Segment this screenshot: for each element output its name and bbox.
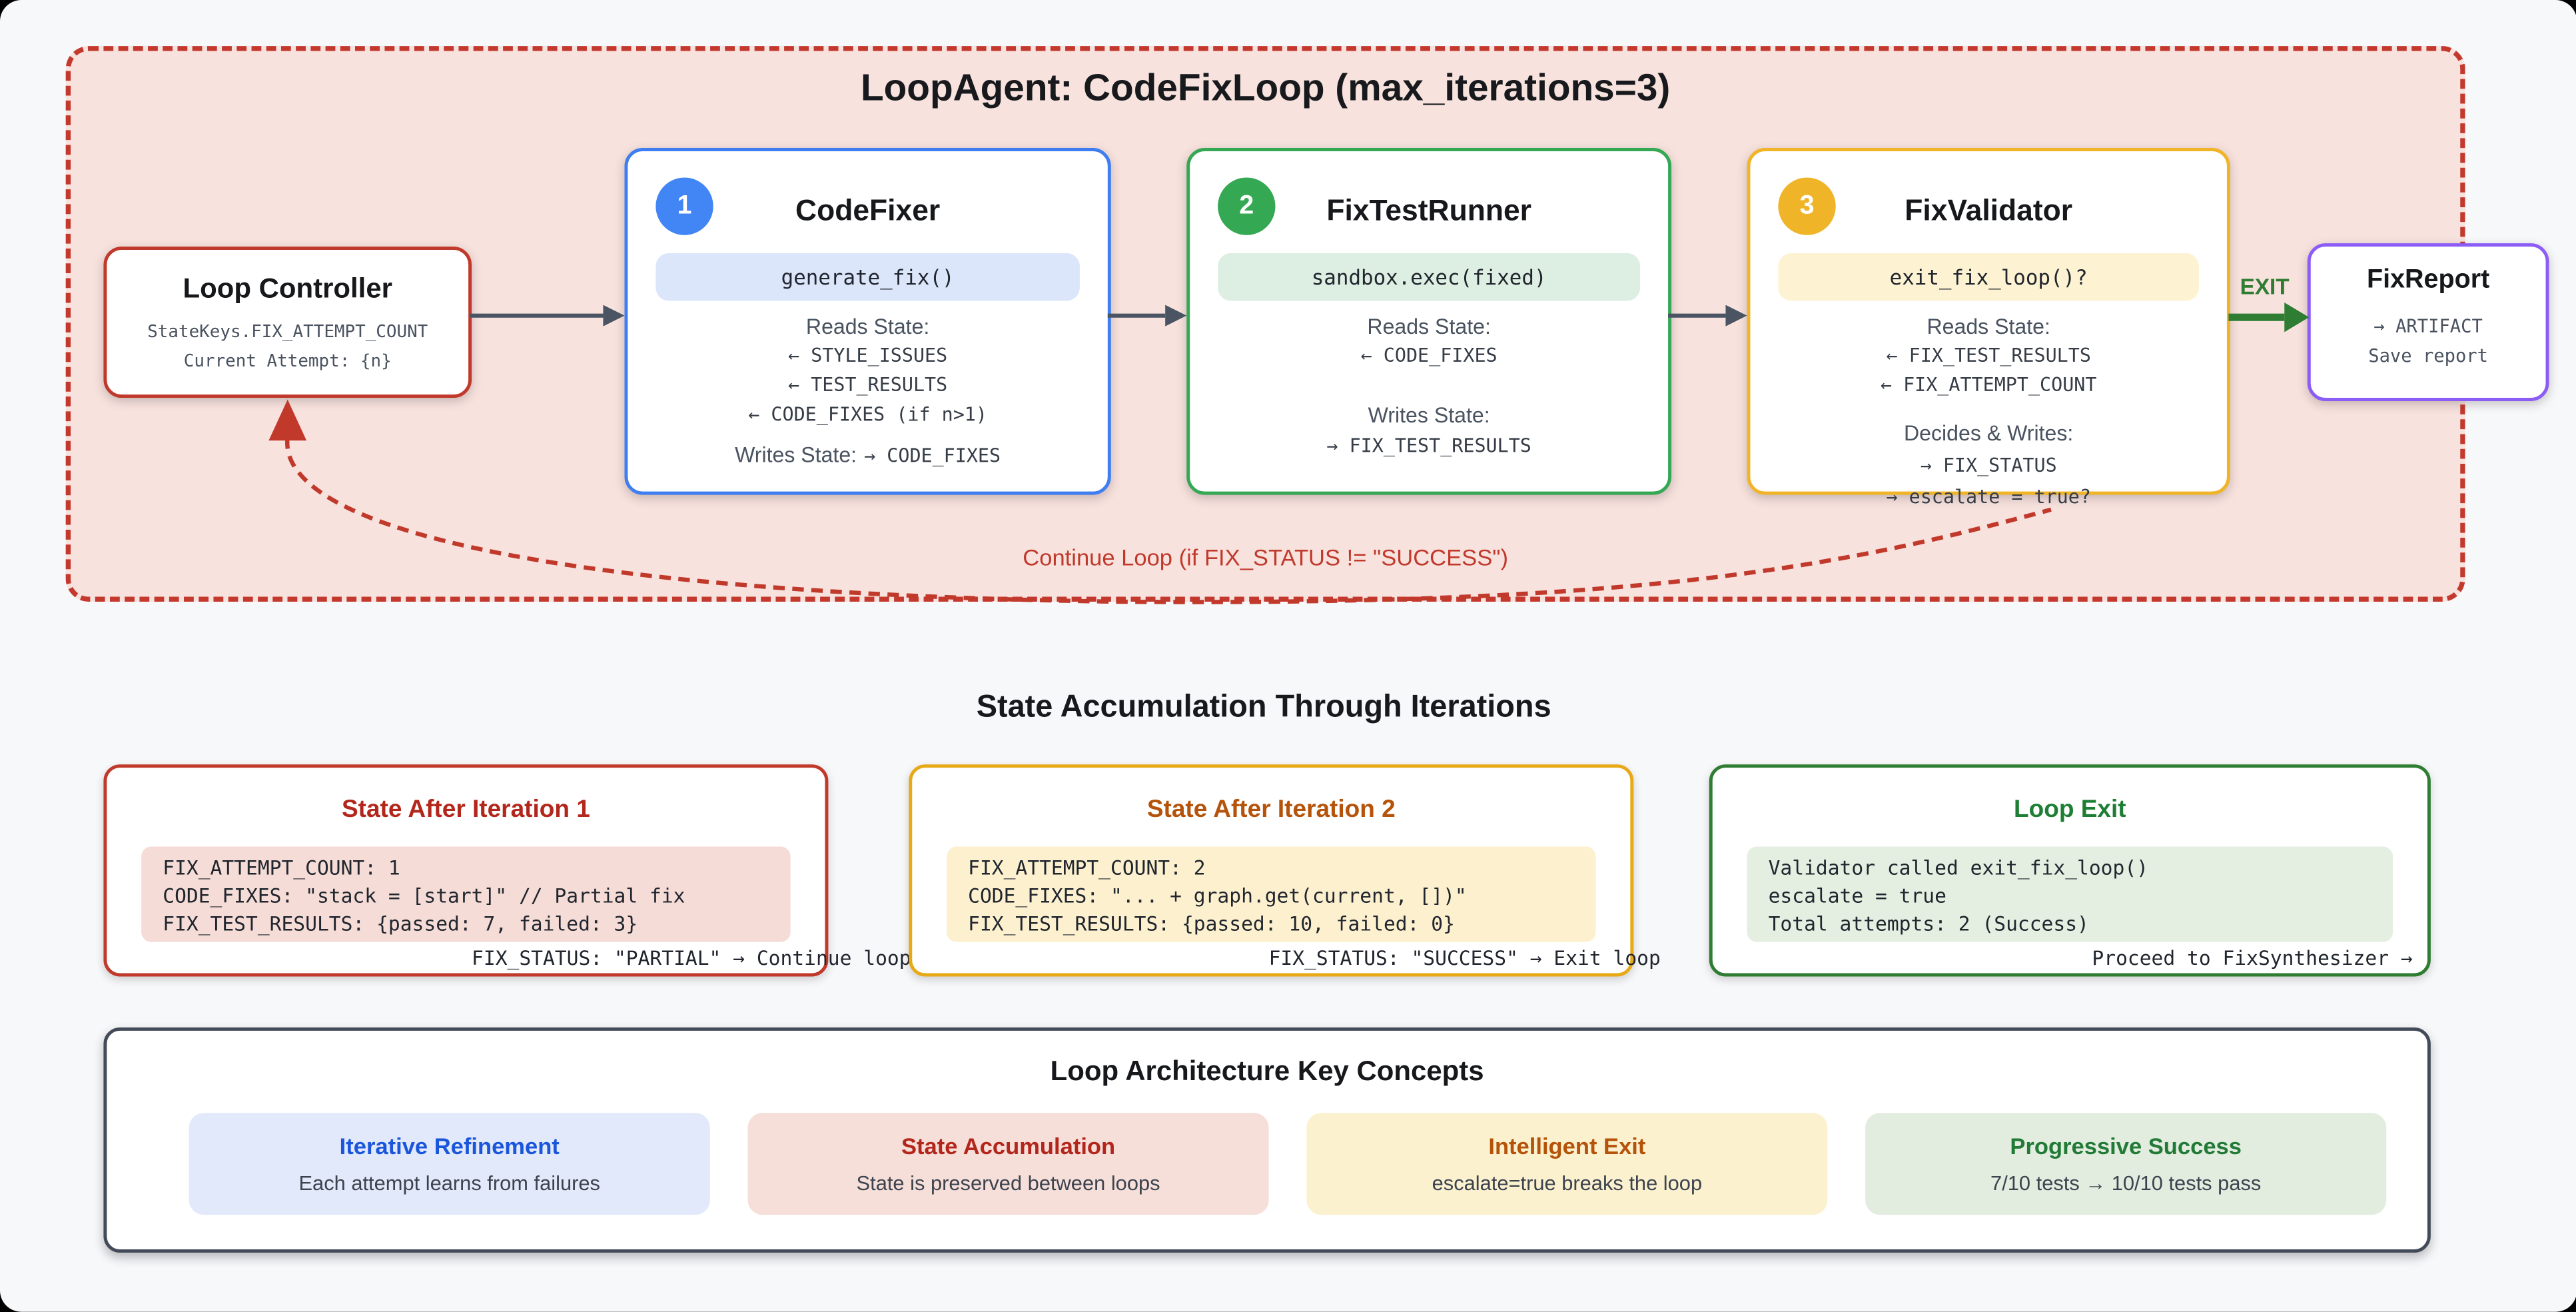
loop-controller-node: Loop Controller StateKeys.FIX_ATTEMPT_CO…	[103, 247, 472, 398]
code-line: FIX_ATTEMPT_COUNT: 1	[163, 856, 400, 880]
codefixer-writes-label: Writes State:	[735, 442, 857, 467]
code-line: FIX_TEST_RESULTS: {passed: 10, failed: 0…	[968, 912, 1455, 936]
concept-card-desc: escalate=true breaks the loop	[1432, 1172, 1703, 1195]
codefixer-writes-line: Writes State: → CODE_FIXES	[628, 440, 1107, 470]
step-badge-2: 2	[1218, 177, 1276, 235]
fixtestrunner-reads-label: Reads State:	[1367, 314, 1491, 339]
fixtestrunner-reads-item: ← CODE_FIXES	[1360, 343, 1498, 367]
fixreport-save-line: Save report	[2368, 345, 2488, 367]
fixvalidator-node: 3 FixValidator exit_fix_loop()? Reads St…	[1747, 148, 2230, 508]
fixvalidator-reads-item: ← FIX_ATTEMPT_COUNT	[1880, 373, 2097, 396]
loop-exit-title: Loop Exit	[2014, 796, 2126, 824]
state-iteration-2-code: FIX_ATTEMPT_COUNT: 2 CODE_FIXES: "... + …	[947, 846, 1596, 942]
fixvalidator-writes-item: → FIX_STATUS	[1920, 453, 2057, 477]
codefixer-node: 1 CodeFixer generate_fix() Reads State: …	[624, 148, 1111, 495]
codefixer-reads-item: ← STYLE_ISSUES	[788, 343, 948, 367]
step-badge-3: 3	[1778, 177, 1836, 235]
state-iteration-1-code: FIX_ATTEMPT_COUNT: 1 CODE_FIXES: "stack …	[141, 846, 791, 942]
state-section-title: State Accumulation Through Iterations	[976, 690, 1551, 725]
key-concepts-title: Loop Architecture Key Concepts	[1050, 1055, 1484, 1087]
loop-agent-title: LoopAgent: CodeFixLoop (max_iterations=3…	[860, 65, 1671, 109]
fixvalidator-title: FixValidator	[1905, 194, 2073, 227]
loop-exit-code: Validator called exit_fix_loop() escalat…	[1747, 846, 2393, 942]
fixtestrunner-method-pill: sandbox.exec(fixed)	[1218, 253, 1641, 301]
code-line: CODE_FIXES: "... + graph.get(current, []…	[968, 884, 1467, 908]
exit-label: EXIT	[2240, 275, 2290, 300]
concept-card-desc: 7/10 tests → 10/10 tests pass	[1990, 1172, 2262, 1195]
concept-card-state-accumulation: State Accumulation State is preserved be…	[747, 1113, 1269, 1215]
concept-card-progressive-success: Progressive Success 7/10 tests → 10/10 t…	[1865, 1113, 2387, 1215]
code-line: Total attempts: 2 (Success)	[1768, 912, 2089, 936]
code-line: FIX_TEST_RESULTS: {passed: 7, failed: 3}	[163, 912, 638, 936]
codefixer-reads-item: ← CODE_FIXES (if n>1)	[748, 402, 987, 426]
codefixer-title: CodeFixer	[795, 194, 941, 227]
loop-controller-statekey: StateKeys.FIX_ATTEMPT_COUNT	[147, 322, 428, 342]
fixtestrunner-title: FixTestRunner	[1326, 194, 1531, 227]
fixreport-node: FixReport → ARTIFACT Save report	[2307, 243, 2549, 401]
concept-card-desc: State is preserved between loops	[856, 1172, 1160, 1195]
state-iteration-1-status-line: FIX_STATUS: "PARTIAL" → Continue loop	[472, 947, 911, 970]
concept-card-title: Progressive Success	[2010, 1132, 2242, 1159]
code-line: FIX_ATTEMPT_COUNT: 2	[968, 856, 1206, 880]
concept-card-title: Intelligent Exit	[1488, 1132, 1646, 1159]
loop-controller-title: Loop Controller	[183, 273, 392, 305]
concept-card-title: Iterative Refinement	[339, 1132, 560, 1159]
codefixer-writes-value: → CODE_FIXES	[864, 444, 1001, 467]
state-iteration-2-box: State After Iteration 2 FIX_ATTEMPT_COUN…	[909, 764, 1661, 977]
fixvalidator-escalate-line: → escalate = true?	[1886, 484, 2091, 508]
code-line: CODE_FIXES: "stack = [start]" // Partial…	[163, 884, 685, 908]
state-iteration-1-box: State After Iteration 1 FIX_ATTEMPT_COUN…	[103, 764, 911, 977]
continue-loop-caption: Continue Loop (if FIX_STATUS != "SUCCESS…	[1023, 544, 1509, 571]
concept-card-iterative-refinement: Iterative Refinement Each attempt learns…	[189, 1113, 710, 1215]
concept-card-title: State Accumulation	[901, 1132, 1116, 1159]
loop-controller-attempt: Current Attempt: {n}	[183, 351, 392, 372]
loop-exit-proceed-line: Proceed to FixSynthesizer →	[2092, 947, 2413, 970]
code-line: escalate = true	[1768, 884, 1946, 908]
key-concepts-panel: Loop Architecture Key Concepts Iterative…	[103, 1027, 2431, 1253]
step-badge-1: 1	[655, 177, 713, 235]
state-iteration-1-title: State After Iteration 1	[341, 796, 590, 824]
codefixer-method-pill: generate_fix()	[655, 253, 1080, 301]
concept-card-intelligent-exit: Intelligent Exit escalate=true breaks th…	[1306, 1113, 1828, 1215]
concept-card-desc: Each attempt learns from failures	[298, 1172, 600, 1195]
codefixer-reads-item: ← TEST_RESULTS	[788, 373, 948, 396]
fixvalidator-reads-label: Reads State:	[1927, 314, 2050, 339]
fixvalidator-method-pill: exit_fix_loop()?	[1778, 253, 2199, 301]
state-iteration-2-status-line: FIX_STATUS: "SUCCESS" → Exit loop	[1268, 947, 1661, 970]
fixtestrunner-writes-label: Writes State:	[1368, 402, 1490, 428]
code-line: Validator called exit_fix_loop()	[1768, 856, 2148, 880]
fixtestrunner-writes-item: → FIX_TEST_RESULTS	[1326, 434, 1531, 457]
codefixer-reads-label: Reads State:	[805, 314, 930, 339]
fixtestrunner-node: 2 FixTestRunner sandbox.exec(fixed) Read…	[1186, 148, 1672, 495]
fixreport-title: FixReport	[2367, 266, 2490, 295]
fixvalidator-reads-item: ← FIX_TEST_RESULTS	[1886, 343, 2091, 367]
fixvalidator-writes-label: Decides & Writes:	[1904, 420, 2074, 446]
state-iteration-2-title: State After Iteration 2	[1146, 796, 1396, 824]
loop-exit-box: Loop Exit Validator called exit_fix_loop…	[1709, 764, 2431, 977]
fixreport-artifact-line: → ARTIFACT	[2373, 315, 2483, 337]
